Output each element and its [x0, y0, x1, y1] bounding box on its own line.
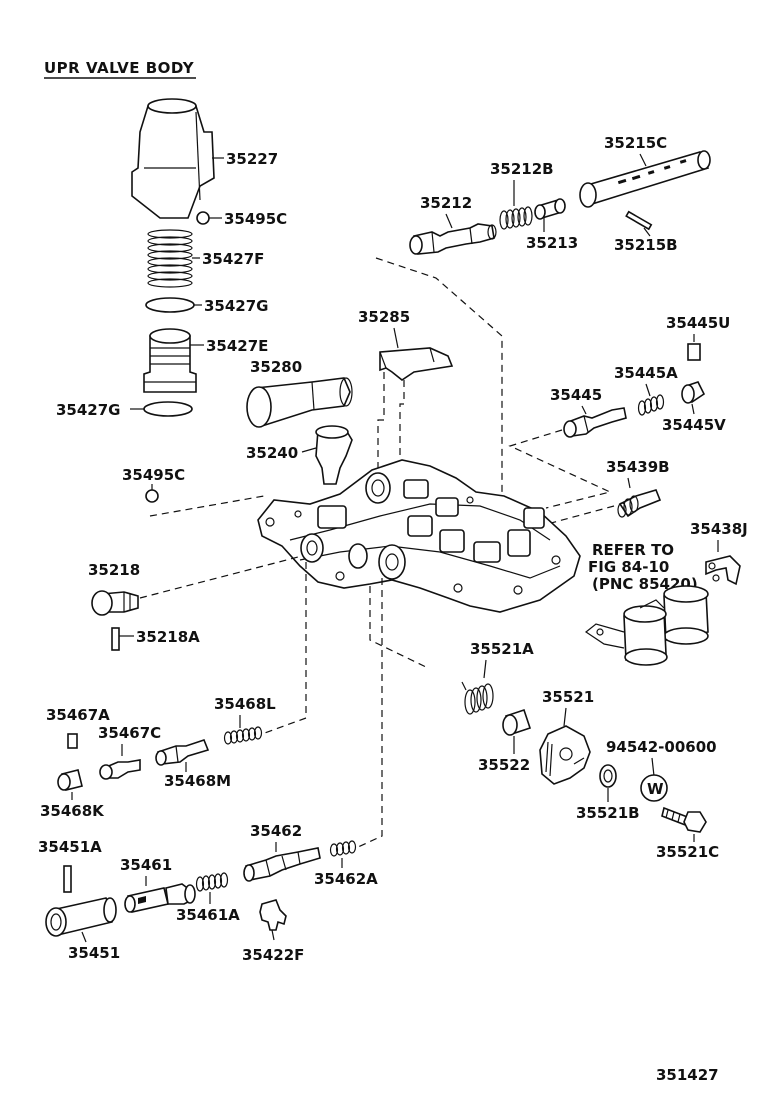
label-35445A: 35445A [614, 364, 678, 382]
label-35461: 35461 [120, 856, 172, 874]
part-35212-valve [409, 223, 497, 255]
label-35468K: 35468K [40, 802, 105, 820]
part-35521B-washer [599, 764, 617, 788]
label-35438J: 35438J [690, 520, 748, 538]
label-35218A: 35218A [136, 628, 200, 646]
label-35427E: 35427E [206, 337, 268, 355]
part-35521A-spring [461, 681, 494, 715]
label-35427F: 35427F [202, 250, 264, 268]
part-35462A-spring [329, 840, 357, 857]
part-35467A-pin [67, 733, 78, 749]
label-35218: 35218 [88, 561, 140, 579]
label-35461A: 35461A [176, 906, 240, 924]
part-35439B-fitting [617, 489, 662, 518]
label-35445V: 35445V [662, 416, 726, 434]
part-35427G-oring-upper [145, 297, 195, 313]
part-35218-plug [91, 590, 139, 616]
label-35462: 35462 [250, 822, 302, 840]
diagram-title: UPR VALVE BODY [44, 59, 195, 77]
part-35521-plate [539, 725, 591, 785]
label-35462A: 35462A [314, 870, 378, 888]
label-35522: 35522 [478, 756, 530, 774]
label-35439B: 35439B [606, 458, 670, 476]
part-35218A-pin [111, 627, 120, 651]
label-35212: 35212 [420, 194, 472, 212]
label-35521A: 35521A [470, 640, 534, 658]
label-35280: 35280 [250, 358, 302, 376]
washer-symbol-text: W [647, 780, 664, 798]
part-35445-valve [563, 407, 627, 438]
label-35451: 35451 [68, 944, 120, 962]
part-35521C-bolt [661, 806, 707, 833]
label-35427G-lower: 35427G [56, 401, 121, 419]
part-35215C-sleeve [579, 150, 711, 208]
part-35427E-plug [143, 328, 197, 393]
label-35521B: 35521B [576, 804, 640, 822]
part-35467C-valve [99, 759, 141, 780]
label-35521C: 35521C [656, 843, 719, 861]
part-35212B-spring [499, 206, 533, 230]
part-35213-plunger [534, 198, 566, 220]
label-35240: 35240 [246, 444, 298, 462]
label-35467C: 35467C [98, 724, 161, 742]
part-35461-plunger [124, 883, 196, 913]
label-35445: 35445 [550, 386, 602, 404]
label-35521: 35521 [542, 688, 594, 706]
part-35462-valve [243, 847, 321, 882]
label-94542-00600: 94542-00600 [606, 738, 717, 756]
part-35468M-valve [155, 739, 210, 766]
part-35451A-pin [63, 865, 72, 893]
solenoid-pair-ref [584, 585, 709, 666]
part-35227-cover [131, 98, 215, 219]
label-35427G-upper: 35427G [204, 297, 269, 315]
part-35438J-bracket [705, 555, 741, 586]
label-35422F: 35422F [242, 946, 304, 964]
label-35495C-upper: 35495C [224, 210, 287, 228]
label-35213: 35213 [526, 234, 578, 252]
washer-symbol-badge: W [640, 774, 668, 802]
label-35468L: 35468L [214, 695, 276, 713]
label-35445U: 35445U [666, 314, 730, 332]
label-35467A: 35467A [46, 706, 110, 724]
part-35522-roller [502, 708, 532, 736]
label-35215B: 35215B [614, 236, 678, 254]
refer-note-line2: FIG 84-10 [588, 558, 669, 576]
part-35445U-block [687, 343, 701, 361]
part-35427G-oring-lower [143, 401, 193, 417]
figure-number: 351427 [656, 1066, 719, 1084]
label-35468M: 35468M [164, 772, 231, 790]
part-35285-plate [379, 347, 454, 381]
part-35427F-spring [147, 229, 193, 288]
part-35495C-ball-lower [145, 489, 159, 503]
part-35280-solenoid [246, 377, 353, 428]
part-35445A-spring [637, 394, 665, 416]
valve-body [257, 459, 581, 613]
part-35461A-spring [195, 872, 229, 892]
label-35227: 35227 [226, 150, 278, 168]
label-35215C: 35215C [604, 134, 667, 152]
label-35451A: 35451A [38, 838, 102, 856]
refer-note-line1: REFER TO [592, 541, 674, 559]
label-35285: 35285 [358, 308, 410, 326]
part-35468L-spring [223, 726, 263, 745]
part-35445V-plug [681, 381, 706, 404]
part-35240-valve [315, 425, 353, 485]
part-35422F-clip [259, 899, 287, 931]
part-35451-sleeve [45, 897, 117, 937]
part-35495C-ball [196, 211, 210, 225]
label-35212B: 35212B [490, 160, 554, 178]
label-35495C-lower: 35495C [122, 466, 185, 484]
part-35215B-pin [625, 210, 653, 231]
part-35468K-plug [57, 769, 83, 791]
